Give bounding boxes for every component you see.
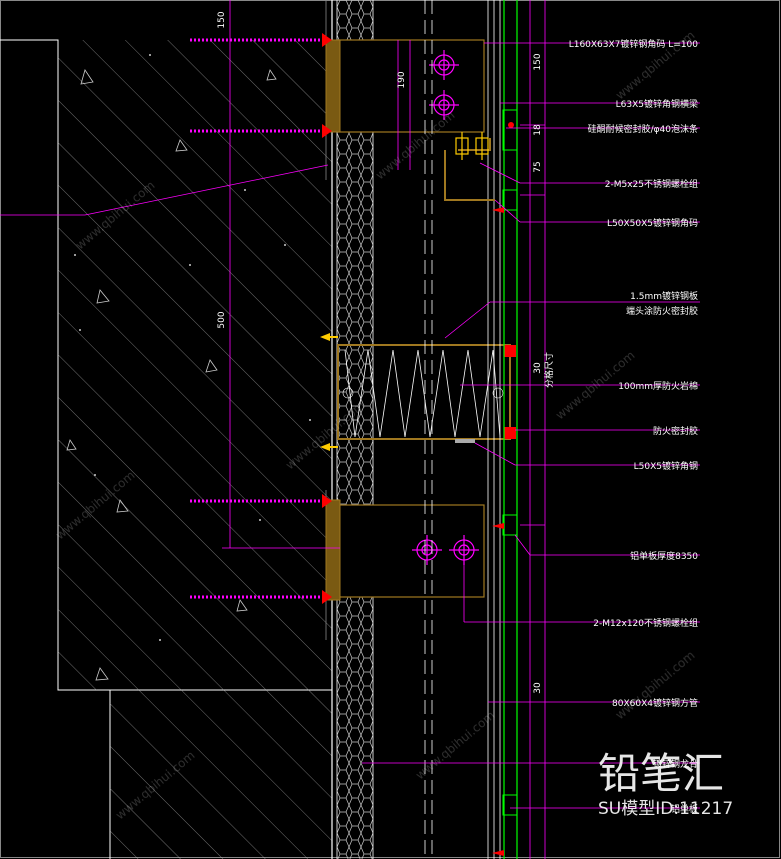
concrete-slab — [0, 39, 332, 691]
watermark-model-id: SU模型ID:11217 — [598, 799, 733, 819]
label-fire-sealant: 防火密封胶 — [653, 425, 698, 437]
insulation-board — [336, 0, 374, 859]
label-sealant: 硅酮耐候密封胶/φ40泡沫条 — [588, 123, 698, 135]
dim-30-mid: 30 — [533, 362, 543, 374]
label-angle-steel: L50X5镀锌角钢 — [634, 460, 698, 472]
label-bolt-m12: 2-M12x120不锈钢螺栓组 — [593, 617, 698, 629]
facade-keel — [424, 0, 501, 859]
dim-grid-size: 分格尺寸 — [543, 352, 555, 388]
dim-190: 190 — [397, 71, 407, 88]
bolt-icon — [429, 50, 459, 120]
fire-barrier — [320, 333, 516, 451]
anchor-bolt-icon — [190, 33, 332, 138]
label-steel-plate: 1.5mm镀锌钢板 — [630, 290, 698, 302]
anchor-bolt-icon — [190, 494, 332, 604]
label-steel-tube: 80X60X4镀锌钢方管 — [612, 697, 698, 709]
watermark-site-8: www.qbihui.com — [413, 708, 498, 782]
top-bracket — [190, 33, 485, 138]
dim-500: 500 — [217, 311, 227, 328]
facade-panel — [492, 0, 518, 859]
label-angle-50: L50X50X5镀锌钢角码 — [607, 217, 698, 229]
bottom-bracket — [190, 494, 485, 604]
label-end-sealant: 端头涂防火密封胶 — [626, 305, 698, 317]
dim-30-bottom: 30 — [533, 682, 543, 694]
dimension-lines — [222, 0, 546, 859]
label-angle-beam: L63X5镀锌角钢横梁 — [616, 98, 698, 110]
watermark-site-9: www.qbihui.com — [613, 648, 698, 722]
label-panel: 铝单板 — [671, 803, 698, 815]
dim-150-top: 150 — [217, 11, 227, 28]
dimension-texts: 150 190 150 18 75 500 30 分格尺寸 30 — [217, 11, 555, 694]
lower-wall — [109, 690, 332, 859]
label-aluminum-panel: 铝单板厚度8350 — [630, 550, 698, 562]
annotation-labels: L160X63X7镀锌钢角码 L=100 L63X5镀锌角钢横梁 硅酮耐候密封胶… — [569, 38, 699, 815]
label-rock-wool: 100mm厚防火岩棉 — [618, 380, 698, 392]
dim-75: 75 — [533, 161, 543, 172]
label-bolt-m5: 2-M5x25不锈钢螺栓组 — [605, 178, 698, 190]
watermark: 铅笔汇 SU模型ID:11217 — [598, 749, 733, 819]
watermark-brand: 铅笔汇 — [598, 749, 724, 798]
dim-150-right: 150 — [533, 53, 543, 70]
label-keel: 镀锌钢龙骨 — [653, 758, 698, 770]
leader-lines — [0, 42, 700, 809]
label-corner-angle: L160X63X7镀锌钢角码 L=100 — [569, 38, 699, 50]
screw-icon — [455, 132, 489, 160]
dim-18: 18 — [533, 124, 543, 136]
